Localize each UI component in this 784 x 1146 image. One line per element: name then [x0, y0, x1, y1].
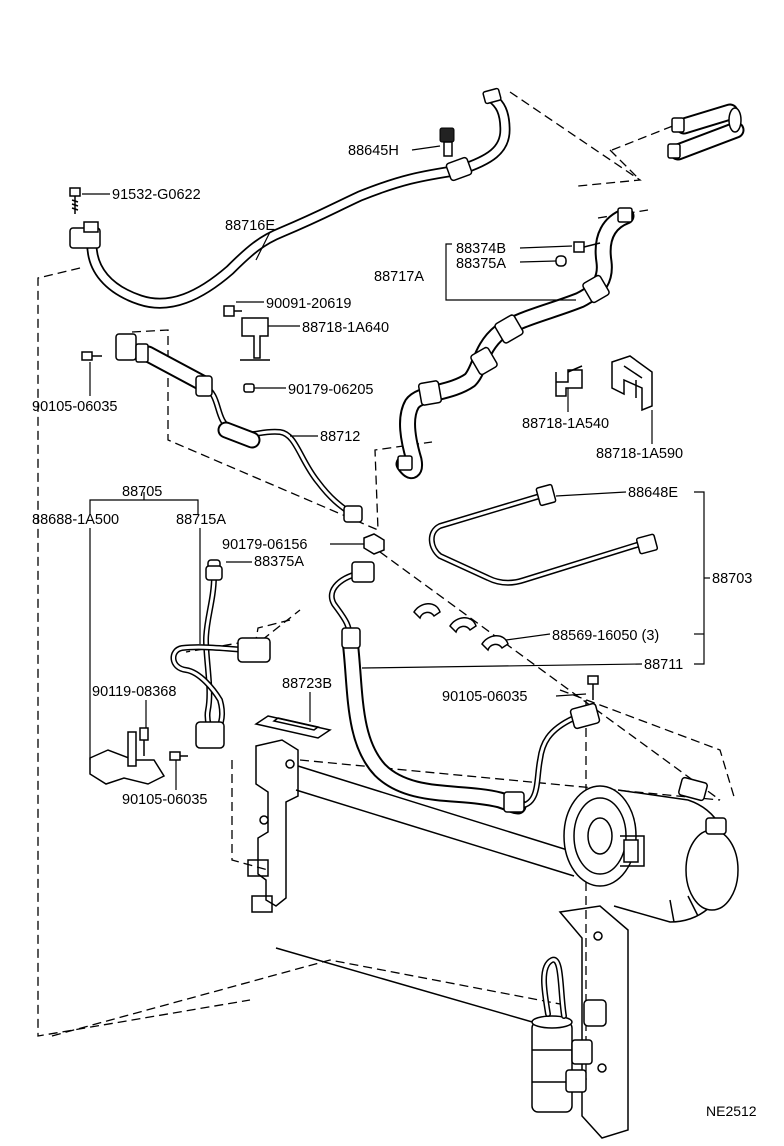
- label-90105-06035-bottom: 90105-06035: [122, 792, 207, 808]
- label-88716e: 88716E: [225, 218, 275, 234]
- leader-lines: [82, 145, 710, 790]
- condenser-outline: [247, 739, 607, 1031]
- label-88723b: 88723B: [282, 676, 332, 692]
- label-88569-16050: 88569-16050 (3): [552, 628, 659, 644]
- label-91532-g0622: 91532-G0622: [112, 187, 201, 203]
- label-90105-06035-right: 90105-06035: [442, 689, 527, 705]
- clamps-88569-16050: [413, 603, 509, 652]
- label-88715a: 88715A: [176, 512, 226, 528]
- dashed-assembly-lines: [37, 91, 736, 1080]
- label-90119-08368: 90119-08368: [92, 684, 176, 700]
- label-88375a-mid: 88375A: [254, 554, 304, 570]
- label-88718-1a640: 88718-1A640: [302, 320, 389, 336]
- tube-88648e: [428, 483, 659, 586]
- receiver-dryer: [531, 905, 629, 1139]
- label-88718-1a590: 88718-1A590: [596, 446, 683, 462]
- label-88374b: 88374B: [456, 241, 506, 257]
- bolt-91532-g0622: [69, 187, 81, 214]
- label-88718-1a540: 88718-1A540: [522, 416, 609, 432]
- suction-pipe-end: [667, 103, 745, 161]
- compressor: [563, 776, 739, 923]
- label-88645h: 88645H: [348, 143, 399, 159]
- label-88717a: 88717A: [374, 269, 424, 285]
- label-88711: 88711: [644, 657, 683, 673]
- gasket-88723b: [254, 715, 332, 739]
- pipe-88715a: [89, 565, 271, 785]
- label-88712: 88712: [320, 429, 360, 445]
- nut-90179-06156: [363, 533, 385, 555]
- label-88375a-top: 88375A: [456, 256, 506, 272]
- label-90179-06205: 90179-06205: [288, 382, 373, 398]
- label-88703: 88703: [712, 571, 752, 587]
- hose-88711: [328, 561, 601, 815]
- label-90105-06035-left: 90105-06035: [32, 399, 117, 415]
- label-88648e: 88648E: [628, 485, 678, 501]
- pipe-88712: [81, 333, 363, 523]
- label-88705: 88705: [122, 484, 162, 500]
- bracket-88718-1a640: [223, 305, 270, 393]
- label-90179-06156: 90179-06156: [222, 537, 307, 553]
- hose-88716e: [69, 87, 511, 309]
- part-labels: 88645H 91532-G0622 88716E 88374B 88375A …: [32, 143, 757, 1119]
- figure-code: NE2512: [706, 1103, 757, 1119]
- label-90091-20619: 90091-20619: [266, 296, 351, 312]
- label-88688-1a500: 88688-1A500: [32, 512, 119, 528]
- bracket-88718-1a590: [611, 355, 653, 412]
- bracket-88718-1a540: [555, 365, 583, 397]
- hose-88717a: [395, 207, 635, 479]
